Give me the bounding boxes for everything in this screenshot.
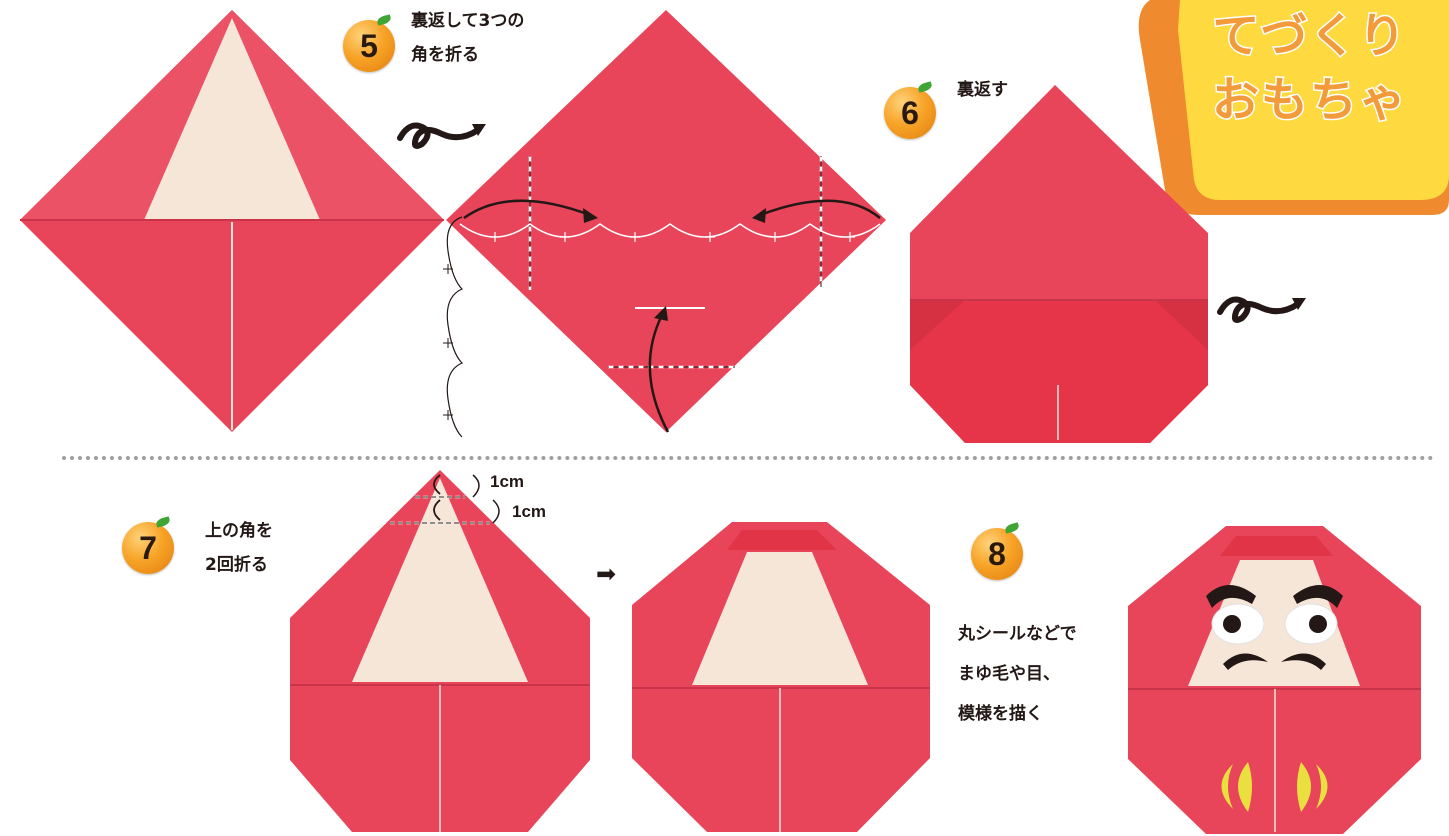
leaf-icon <box>1004 522 1020 534</box>
step-6-text: 裏返す <box>957 73 1008 107</box>
step-5-number: 5 <box>360 27 378 64</box>
turn-over-icon <box>397 122 486 149</box>
step-6-line-1: 裏返す <box>957 80 1008 100</box>
step-8-line-1: 丸シールなどで <box>958 624 1077 644</box>
step-8-badge: 8 <box>971 522 1023 580</box>
step-8-line-3: 模様を描く <box>958 704 1043 724</box>
step-7-line-1: 上の角を <box>205 521 273 541</box>
diagram-step7 <box>290 470 590 832</box>
step-5-badge: 5 <box>343 14 395 72</box>
step-8-line-2: まゆ毛や目、 <box>958 664 1060 684</box>
step-8-number: 8 <box>988 535 1006 572</box>
arrow-right-icon: ➡ <box>596 560 617 588</box>
step-6-number: 6 <box>901 94 919 131</box>
title-line-2: おもちゃ <box>1212 73 1408 128</box>
diagram-step5 <box>446 10 886 433</box>
diagram-step7-result <box>632 522 930 832</box>
step-7-line-2: 2回折る <box>205 555 268 575</box>
fold-measure-1: 1cm <box>490 472 525 491</box>
title-line-1: てづくり <box>1212 9 1407 64</box>
step-7-badge: 7 <box>122 516 174 574</box>
fold-measure-2: 1cm <box>512 502 547 521</box>
diagram-step6 <box>910 85 1208 443</box>
step-5-text: 裏返して3つの 角を折る <box>411 4 524 72</box>
section-divider <box>62 456 1434 460</box>
title-badge: てづくり おもちゃ <box>1138 0 1449 215</box>
diagram-step4-result <box>20 10 444 432</box>
finished-daruma <box>1128 526 1421 834</box>
measure-brace <box>443 216 464 438</box>
step-7-text: 上の角を 2回折る <box>205 514 273 582</box>
step-5-line-2: 角を折る <box>411 45 479 65</box>
step-5-line-1: 裏返して3つの <box>411 11 525 31</box>
turn-over-icon-2 <box>1217 296 1306 323</box>
leaf-icon <box>155 516 171 528</box>
step-8-text: 丸シールなどで まゆ毛や目、 模様を描く <box>958 614 1077 734</box>
step-6-badge: 6 <box>884 81 936 139</box>
step-7-number: 7 <box>139 529 157 566</box>
